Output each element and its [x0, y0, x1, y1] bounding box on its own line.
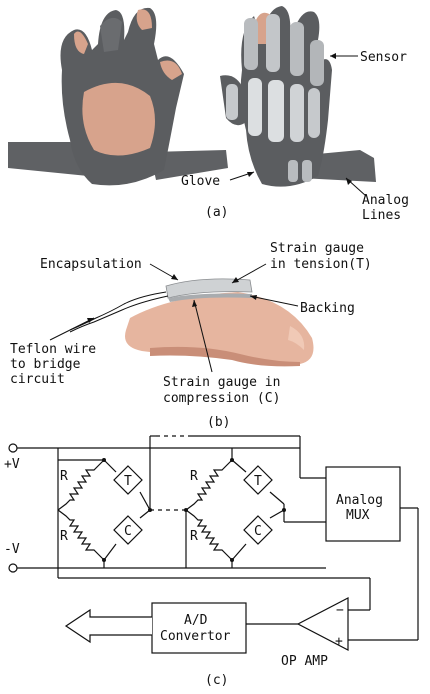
- bridge-1-c-wire-in: [103, 543, 117, 561]
- caption-c: (c): [205, 673, 228, 688]
- teflon-wire-1: [69, 291, 167, 331]
- bridge-1-gauge-c: [113, 515, 143, 545]
- ad-convertor-block: [151, 602, 247, 654]
- bridge-1-resistor-bottom: [57, 509, 105, 561]
- minus-v-label: -V: [4, 542, 20, 557]
- sensor-label: Sensor: [360, 50, 407, 65]
- mux-label-1: Analog: [336, 493, 383, 508]
- plus-v-terminal: [8, 443, 18, 453]
- encapsulation-arrowhead: [171, 274, 178, 280]
- bridge-2-resistor-bottom: [185, 509, 233, 561]
- analog-lines-label-1: Analog: [362, 193, 409, 208]
- bridge-2-c-wire-in: [231, 543, 247, 561]
- bridge-1-t-wire-out: [139, 491, 151, 511]
- bridge-2-node-left: [184, 508, 188, 512]
- opamp-minus-label: −: [336, 603, 344, 618]
- bridge-1-c-wire-out: [139, 509, 151, 519]
- bridge-2-c-wire-out: [269, 509, 285, 519]
- bridge-2-resistor-top: [185, 459, 233, 511]
- finger-illustration: [125, 292, 314, 367]
- caption-b: (b): [207, 415, 230, 430]
- bridge-2-r-top-label: R: [190, 469, 198, 484]
- opamp-label: OP AMP: [281, 654, 328, 669]
- ad-label-2: Convertor: [160, 629, 231, 644]
- op-amp: [296, 597, 349, 651]
- glove-palm-illustration: [8, 7, 228, 186]
- backing-label: Backing: [300, 301, 355, 316]
- glove-label: Glove: [181, 174, 220, 189]
- bridge-1-resistor-top: [57, 459, 105, 511]
- ad-label-1: A/D: [184, 613, 208, 628]
- tension-label-1: Strain gauge: [270, 241, 364, 256]
- compression-label-2: compression (C): [163, 391, 280, 406]
- sensor-arrowhead: [330, 53, 336, 59]
- analog-lines-label-2: Lines: [362, 208, 401, 223]
- teflon-label-3: circuit: [10, 372, 65, 387]
- bridge-1-r-top-label: R: [60, 469, 68, 484]
- caption-a: (a): [205, 205, 228, 220]
- bridge-2-t-wire-out: [269, 491, 285, 505]
- bridge-2-t-wire-in: [231, 459, 247, 473]
- teflon-leader: [49, 317, 95, 341]
- bridge-1-c-label: C: [124, 524, 132, 539]
- bridge-1-t-label: T: [124, 474, 132, 489]
- digital-output-arrow: [64, 608, 152, 644]
- compression-arrowhead: [192, 300, 197, 307]
- bridge-2-gauge-c: [243, 515, 273, 545]
- compression-label-1: Strain gauge in: [163, 375, 280, 390]
- bridge-2: R R T C: [184, 448, 286, 568]
- panel-c: +V -V R R T C: [4, 435, 419, 688]
- strain-gauge-illustration: [165, 278, 253, 302]
- bridge-1: R R T C: [57, 448, 152, 568]
- teflon-label-2: to bridge: [10, 357, 81, 372]
- compression-leader: [193, 299, 213, 373]
- glove-arrowhead: [247, 172, 254, 177]
- bridge-1-t-wire-in: [103, 459, 117, 473]
- plus-v-label: +V: [4, 457, 20, 472]
- teflon-wire-2: [69, 295, 169, 333]
- teflon-arrowhead: [87, 318, 94, 323]
- bridge-2-r-bottom-label: R: [190, 529, 198, 544]
- tension-label-2: in tension(T): [270, 257, 372, 272]
- bridge-2-t-label: T: [254, 474, 262, 489]
- encapsulation-label: Encapsulation: [40, 257, 142, 272]
- backing-leader: [249, 295, 299, 307]
- analog-mux-block: [325, 466, 401, 542]
- opamp-plus-label: +: [335, 634, 343, 649]
- bridge-2-gauge-t: [243, 465, 273, 495]
- bridge-1-r-bottom-label: R: [60, 529, 68, 544]
- glove-back-illustration: [220, 6, 376, 187]
- bridge-1-gauge-t: [113, 465, 143, 495]
- teflon-label-1: Teflon wire: [10, 342, 96, 357]
- analog-lines-arrowhead: [346, 178, 352, 185]
- panel-b: Encapsulation Strain gauge in tension(T)…: [10, 241, 372, 430]
- bridge-2-c-label: C: [254, 524, 262, 539]
- minus-v-terminal: [8, 563, 18, 573]
- panel-a: Sensor Glove Analog Lines (a): [8, 6, 409, 223]
- backing-arrowhead: [250, 295, 257, 300]
- tension-arrowhead: [232, 277, 239, 283]
- mux-label-2: MUX: [346, 508, 370, 523]
